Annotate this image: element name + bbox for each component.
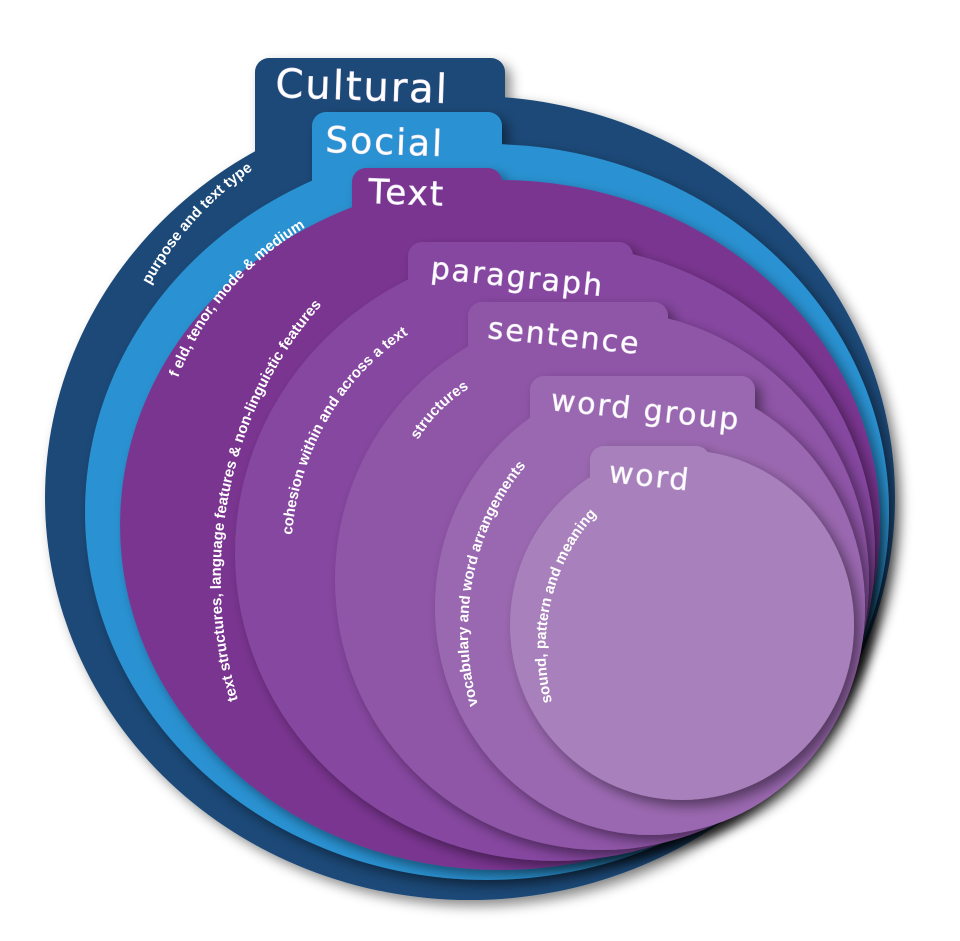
layer-shapes <box>45 58 895 900</box>
layer-title: Text <box>367 172 446 215</box>
layer-title: Social <box>325 120 445 165</box>
layer-ellipse <box>510 450 854 800</box>
layer-title: Cultural <box>275 61 450 113</box>
layer-word <box>510 446 854 800</box>
